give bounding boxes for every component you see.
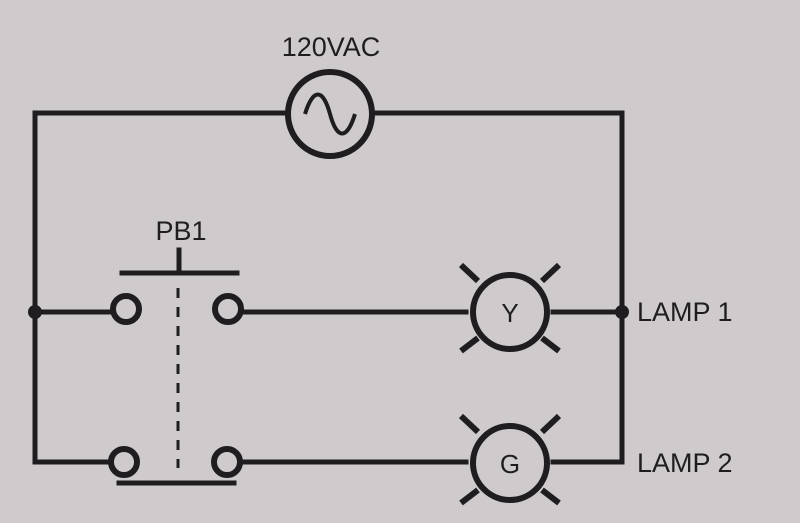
left-junction bbox=[28, 305, 42, 319]
rung2-right-wire bbox=[550, 309, 625, 465]
lamp1 bbox=[458, 262, 562, 354]
lamp1-label: LAMP 1 bbox=[637, 297, 733, 327]
pushbutton-label: PB1 bbox=[155, 216, 206, 246]
pb-nc-terminal-right bbox=[211, 446, 243, 478]
left-rail bbox=[32, 309, 115, 465]
pb-no-terminal-left bbox=[110, 293, 142, 325]
right-junction bbox=[615, 305, 629, 319]
source-label: 120VAC bbox=[282, 32, 381, 62]
lamp2-label: LAMP 2 bbox=[637, 448, 733, 478]
lamp2-letter: G bbox=[500, 449, 520, 479]
pb-nc-terminal-left bbox=[108, 446, 140, 478]
sine-wave-icon bbox=[303, 92, 357, 136]
lamp1-letter: Y bbox=[501, 298, 518, 328]
ac-source bbox=[285, 69, 375, 159]
top-wire-right bbox=[369, 110, 625, 315]
pb-no-terminal-right bbox=[212, 293, 244, 325]
top-wire-left bbox=[32, 110, 291, 315]
pushbutton-pb1 bbox=[108, 247, 244, 486]
lamp2 bbox=[458, 413, 562, 506]
